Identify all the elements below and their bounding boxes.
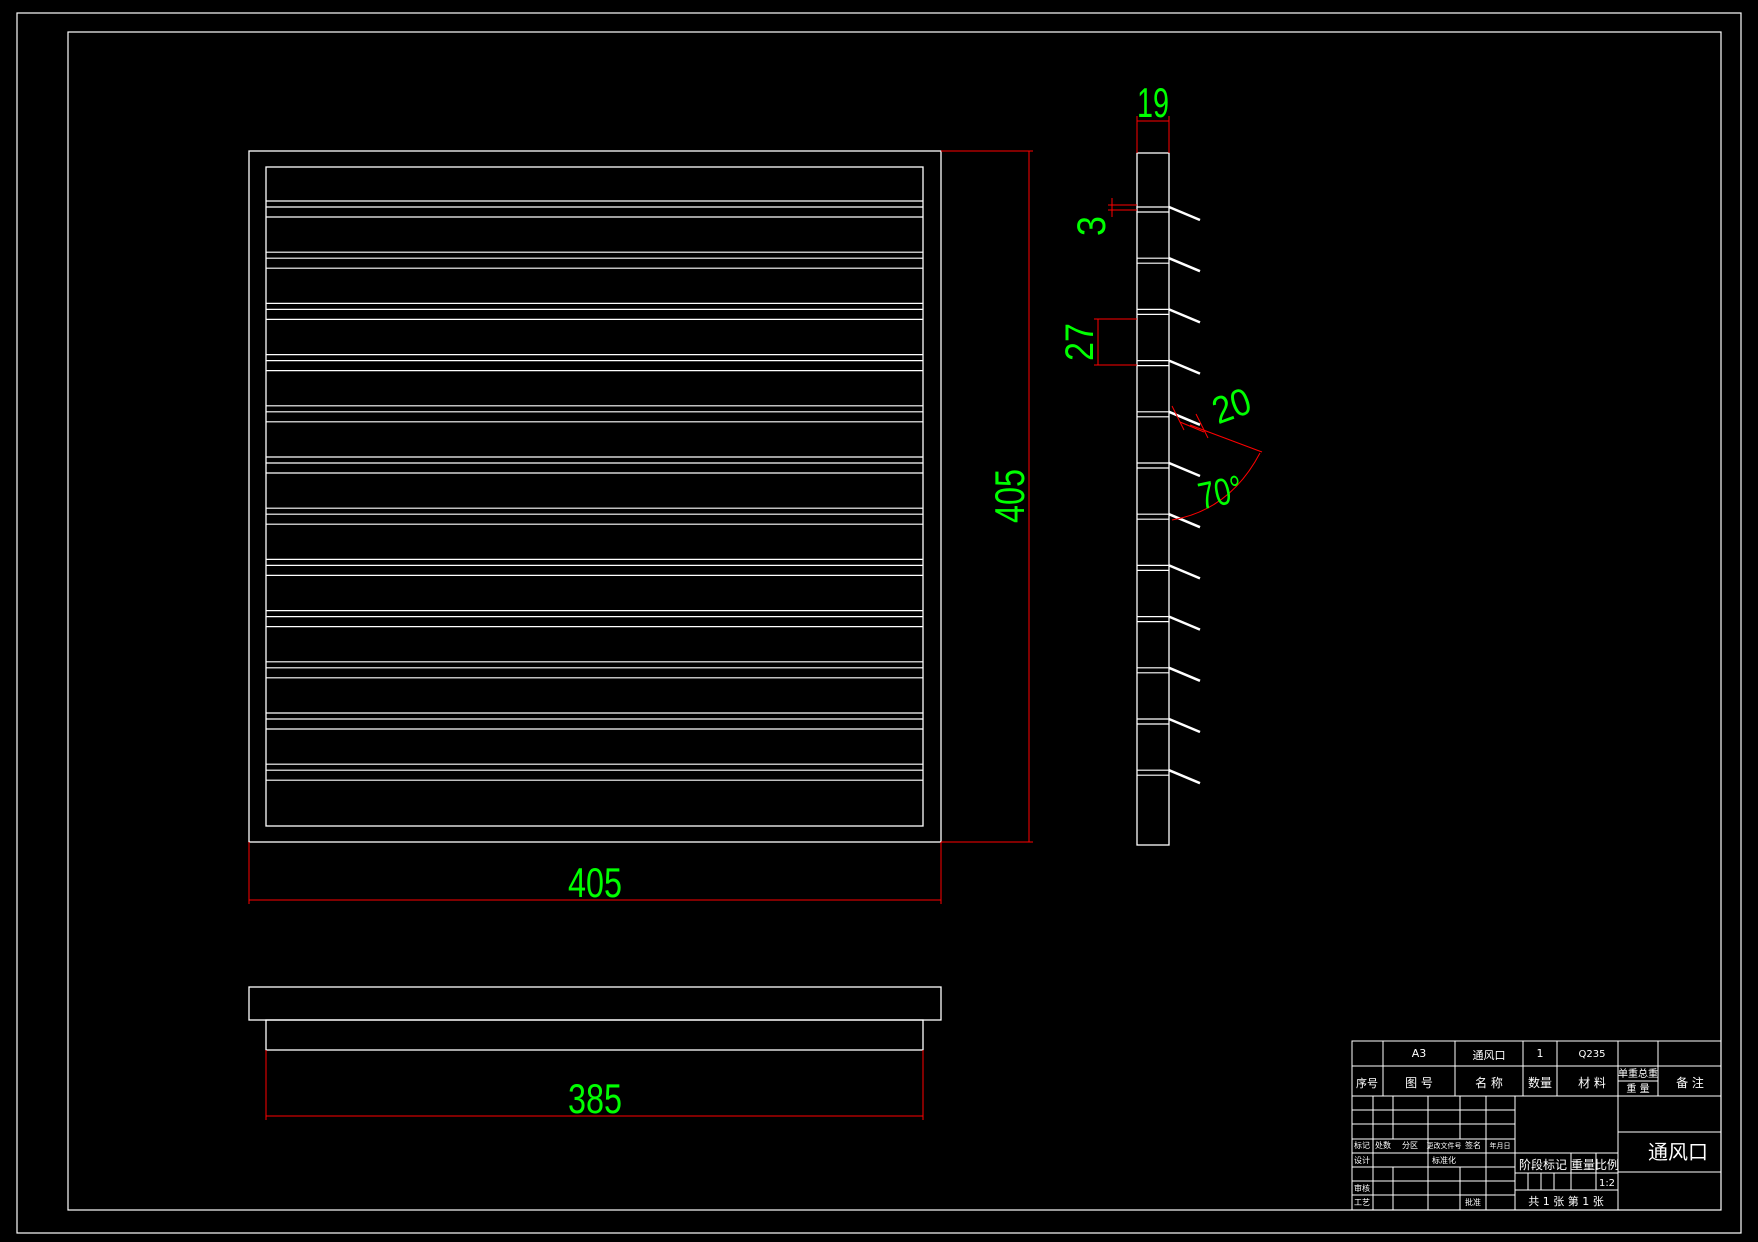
front-width-label: 405 — [568, 859, 622, 906]
tb-rev-change-doc: 更改文件号 — [1427, 1141, 1462, 1150]
front-height-label: 405 — [986, 469, 1033, 523]
side-slat-blade — [1168, 615, 1201, 631]
front-slats — [266, 200, 923, 781]
outer-border — [16, 12, 1742, 1234]
slat-pitch-label: 27 — [1058, 323, 1102, 361]
side-thickness-dimension — [1136, 116, 1170, 153]
side-slat-blade — [1168, 564, 1201, 580]
front-width-dimension — [248, 842, 942, 904]
front-inner-frame — [265, 166, 924, 827]
title-block — [1351, 1040, 1722, 1211]
tb-approve: 批准 — [1465, 1197, 1481, 1207]
side-slats — [1137, 205, 1201, 785]
bottom-flange — [248, 986, 942, 1021]
bottom-width-dimension — [265, 1050, 924, 1120]
side-slat-blade — [1168, 461, 1201, 478]
tb-rev-mark: 标记 — [1354, 1140, 1370, 1150]
inner-border — [67, 31, 1722, 1211]
side-slat-blade — [1168, 666, 1201, 682]
tb-designer: 设计 — [1354, 1155, 1370, 1165]
tb-header-material: 材 料 — [1578, 1076, 1606, 1090]
side-slat-blade — [1168, 257, 1201, 273]
side-slat-blade — [1168, 359, 1201, 375]
slat-length-label: 20 — [1207, 380, 1257, 432]
bottom-width-label: 385 — [568, 1075, 622, 1122]
tb-header-name: 名 称 — [1475, 1075, 1503, 1090]
tb-rev-zone: 分区 — [1402, 1141, 1418, 1150]
front-outer-frame — [248, 150, 942, 843]
bottom-view — [248, 986, 942, 1051]
tb-header-weight-total: 总重 — [1638, 1067, 1658, 1080]
slat-angle-dimension — [1171, 424, 1263, 521]
slat-thickness-dimension — [1108, 198, 1137, 217]
tb-drawing-no: A3 — [1412, 1047, 1427, 1060]
slat-angle-label: 70° — [1195, 468, 1247, 518]
tb-rev-date: 年月日 — [1490, 1141, 1511, 1150]
tb-drawing-title: 通风口 — [1648, 1140, 1708, 1164]
bottom-body — [265, 1019, 924, 1051]
tb-material: Q235 — [1579, 1049, 1606, 1060]
side-slat-blade — [1168, 769, 1201, 785]
front-height-dimension — [941, 150, 1033, 843]
tb-standardization: 标准化 — [1432, 1155, 1456, 1165]
tb-header-weight: 重 量 — [1626, 1082, 1649, 1095]
tb-header-qty: 数量 — [1528, 1075, 1552, 1090]
front-view — [248, 150, 942, 843]
slat-length-dimension — [1171, 405, 1209, 439]
side-slat-blade — [1168, 308, 1201, 324]
side-slat-blade — [1168, 717, 1201, 734]
tb-header-weight-single: 单重 — [1618, 1067, 1638, 1080]
tb-part-name: 通风口 — [1473, 1049, 1506, 1062]
tb-scale-value: 1:2 — [1599, 1178, 1615, 1189]
tb-checker: 审核 — [1354, 1183, 1370, 1193]
tb-header-remarks: 备 注 — [1676, 1075, 1704, 1090]
tb-weight-label: 重量 — [1571, 1158, 1595, 1172]
side-slat-blade — [1168, 410, 1201, 426]
side-thickness-label: 19 — [1137, 79, 1169, 126]
tb-rev-count: 处数 — [1375, 1140, 1391, 1150]
side-frame — [1136, 152, 1170, 846]
side-slat-blade — [1168, 205, 1201, 222]
tb-qty: 1 — [1537, 1047, 1544, 1060]
tb-process: 工艺 — [1354, 1198, 1370, 1207]
side-slat-blade — [1168, 513, 1201, 529]
tb-rev-sign: 签名 — [1465, 1140, 1481, 1150]
tb-sheet-info: 共 1 张 第 1 张 — [1528, 1194, 1603, 1208]
side-view — [1136, 152, 1201, 846]
slat-thickness-label: 3 — [1070, 216, 1114, 236]
tb-stage-label: 阶段标记 — [1519, 1157, 1567, 1172]
tb-header-seq: 序号 — [1356, 1076, 1378, 1090]
slat-pitch-dimension — [1094, 318, 1137, 366]
tb-scale-label: 比例 — [1595, 1158, 1619, 1172]
tb-header-drawing-no: 图 号 — [1405, 1076, 1433, 1090]
